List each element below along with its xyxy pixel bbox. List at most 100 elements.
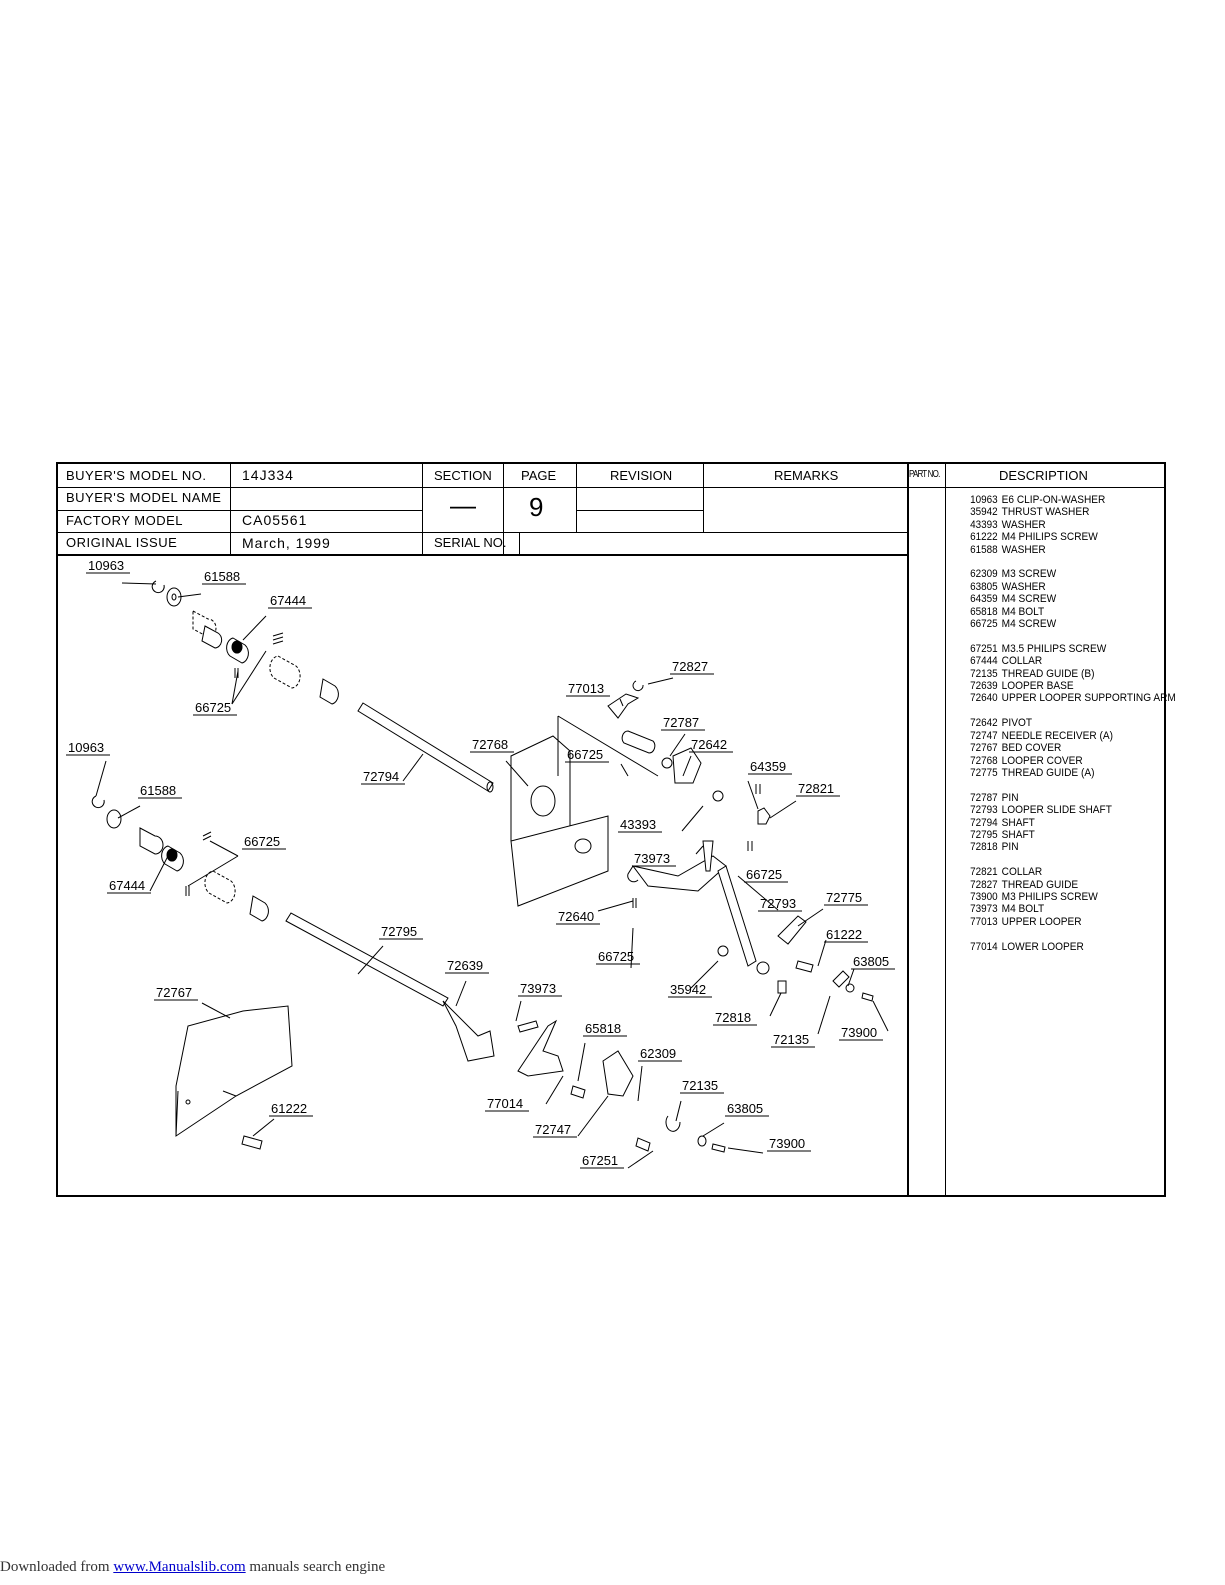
callout-67444: 67444 — [270, 593, 306, 608]
part-number: 72642 — [970, 717, 998, 730]
part-description: PIN — [1001, 841, 1019, 854]
page-value: 9 — [529, 492, 544, 522]
clip-washer-upper — [151, 580, 165, 594]
part-description: THRUST WASHER — [1001, 506, 1090, 519]
part-number: 77013 — [970, 915, 998, 928]
callout-66725: 66725 — [195, 700, 231, 715]
part-number: 72640 — [970, 692, 998, 705]
callout-72135: 72135 — [773, 1032, 809, 1047]
footer-link[interactable]: www.Manualslib.com — [113, 1559, 246, 1575]
section-label: SECTION — [434, 468, 492, 483]
callout-72821: 72821 — [798, 781, 834, 796]
parts-sheet: BUYER'S MODEL NO. 14J334 BUYER'S MODEL N… — [56, 462, 1176, 1197]
pin-72818 — [777, 980, 787, 994]
callout-73900: 73900 — [769, 1136, 805, 1151]
part-description: LOOPER BASE — [1001, 680, 1074, 693]
callout-67444: 67444 — [109, 878, 145, 893]
part-number: 77014 — [970, 940, 998, 953]
clip-washer-lower — [91, 795, 105, 809]
part-description: SHAFT — [1001, 816, 1035, 829]
looper-base-72639 — [442, 1000, 495, 1062]
callout-73973: 73973 — [520, 981, 556, 996]
footer-prefix: Downloaded from — [0, 1559, 110, 1575]
part-number: 72767 — [970, 742, 998, 755]
description-label: DESCRIPTION — [999, 468, 1088, 483]
part-description: THREAD GUIDE (A) — [1001, 766, 1095, 779]
part-number: 43393 — [970, 518, 998, 531]
part-description: M4 SCREW — [1001, 618, 1057, 631]
buyers-model-name-label: BUYER'S MODEL NAME — [66, 490, 222, 505]
shaft-72795 — [285, 912, 449, 1007]
callout-10963: 10963 — [68, 740, 104, 755]
needle-receiver-72747 — [602, 1050, 634, 1097]
callout-43393: 43393 — [620, 817, 656, 832]
callout-35942: 35942 — [670, 982, 706, 997]
grid-line — [422, 464, 423, 554]
part-number: 65818 — [970, 605, 998, 618]
part-description: M4 SCREW — [1001, 593, 1057, 606]
part-description: LOOPER SLIDE SHAFT — [1001, 804, 1112, 817]
part-description: SHAFT — [1001, 828, 1035, 841]
grid-line — [58, 532, 907, 533]
screw-61222-left — [241, 1135, 263, 1150]
looper-cover-plate — [510, 815, 609, 907]
callout-72827: 72827 — [672, 659, 708, 674]
callout-72795: 72795 — [381, 924, 417, 939]
part-number: 73900 — [970, 891, 998, 904]
callout-73900: 73900 — [841, 1025, 877, 1040]
page-label: PAGE — [521, 468, 557, 483]
part-description: M4 PHILIPS SCREW — [1001, 531, 1098, 544]
callout-72642: 72642 — [691, 737, 727, 752]
footer: Downloaded from www.Manualslib.com manua… — [0, 1559, 385, 1576]
callout-61588: 61588 — [204, 569, 240, 584]
part-number: 72795 — [970, 828, 998, 841]
part-description: WASHER — [1001, 543, 1046, 556]
part-description: COLLAR — [1001, 866, 1043, 879]
grid-line — [58, 487, 907, 488]
part-number: 72787 — [970, 791, 998, 804]
grid-line — [58, 554, 907, 556]
part-description: COLLAR — [1001, 655, 1043, 668]
part-number: 72794 — [970, 816, 998, 829]
thread-guide-72135 — [832, 970, 850, 988]
part-number: 72827 — [970, 878, 998, 891]
callout-66725: 66725 — [746, 867, 782, 882]
part-description: PIVOT — [1001, 717, 1033, 730]
callout-66725: 66725 — [598, 949, 634, 964]
callout-61222: 61222 — [826, 927, 862, 942]
grid-line — [907, 487, 1166, 488]
part-description: PIN — [1001, 791, 1019, 804]
callout-10963: 10963 — [88, 558, 124, 573]
callout-61588: 61588 — [140, 783, 176, 798]
part-description: THREAD GUIDE — [1001, 878, 1079, 891]
part-description: M3 SCREW — [1001, 568, 1057, 581]
factory-model-label: FACTORY MODEL — [66, 513, 184, 528]
grid-line — [503, 464, 504, 554]
